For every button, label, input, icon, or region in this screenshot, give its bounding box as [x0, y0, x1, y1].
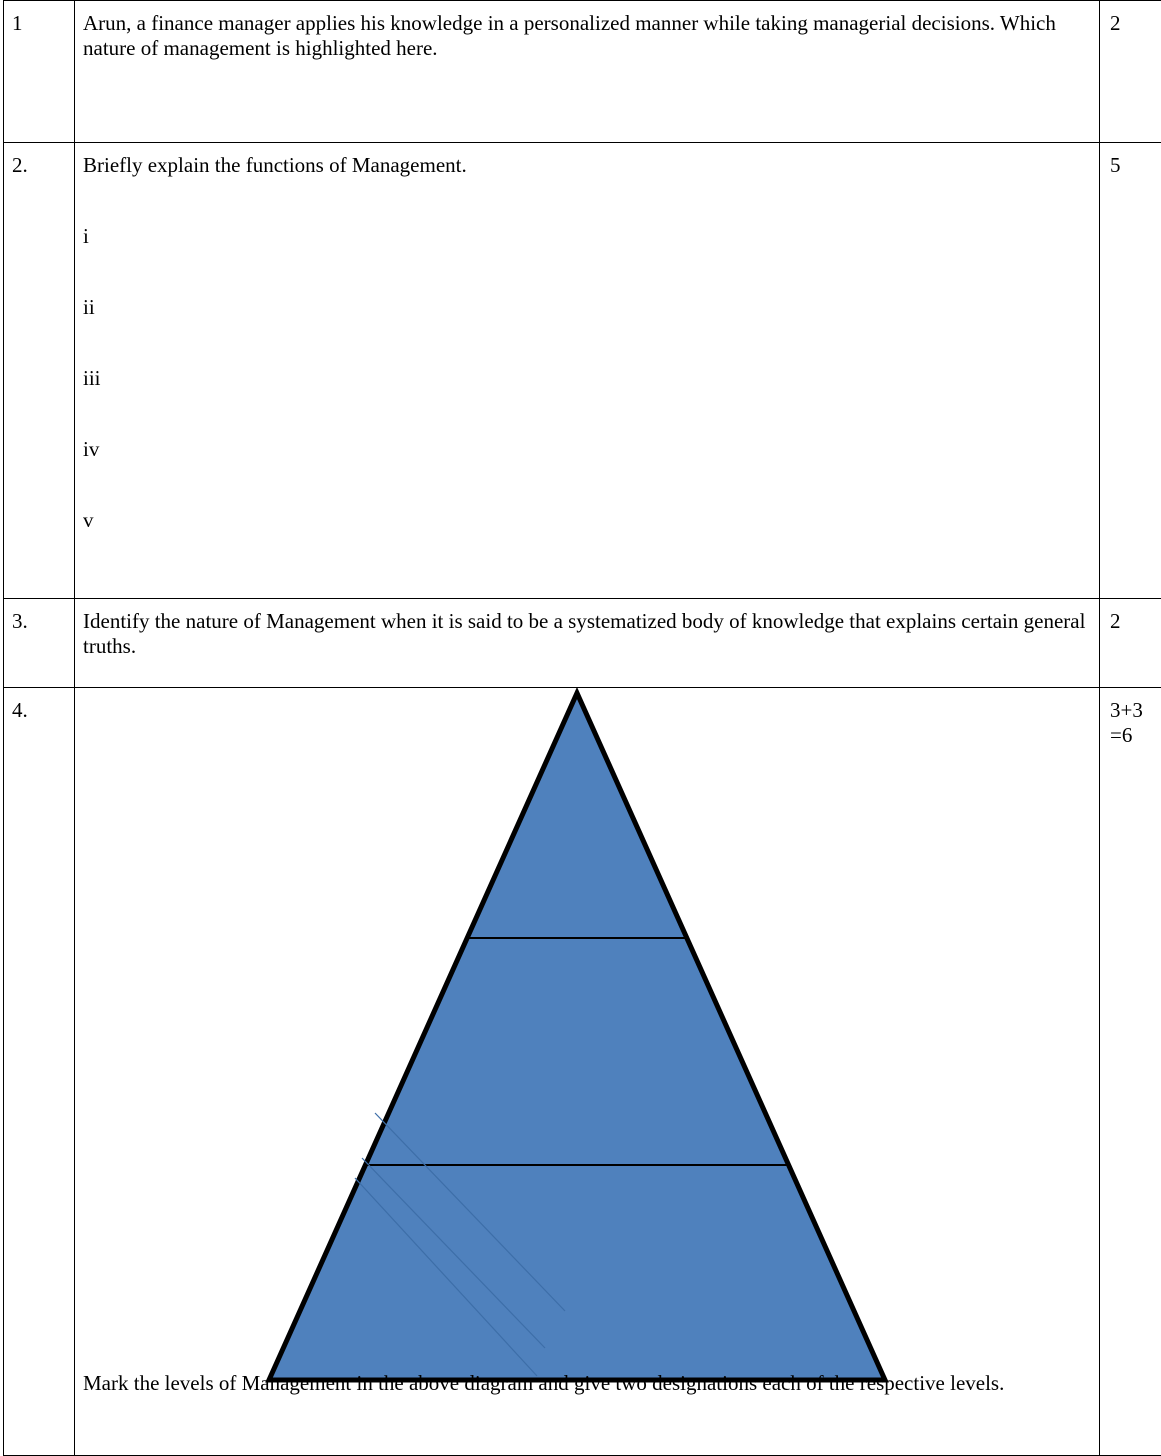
- question-text: Identify the nature of Management when i…: [75, 599, 1100, 688]
- answer-item: iii: [83, 366, 1091, 391]
- management-pyramid-diagram: [75, 688, 1083, 1445]
- answer-item-list: i ii iii iv v: [83, 224, 1091, 533]
- question-text: Mark the levels of Management in the abo…: [83, 1371, 1073, 1396]
- question-marks: 2: [1100, 1, 1161, 143]
- question-marks-cell: 3+3 =6: [1100, 688, 1161, 1456]
- answer-item: i: [83, 224, 1091, 249]
- question-text: Arun, a finance manager applies his know…: [75, 1, 1100, 143]
- question-row-1: 1 Arun, a finance manager applies his kn…: [4, 1, 1161, 143]
- question-row-4: 4. Mark the levels of Management in the …: [4, 688, 1161, 1456]
- question-number: 3.: [4, 599, 75, 688]
- question-marks: 3+3: [1110, 698, 1161, 723]
- question-marks: 2: [1100, 599, 1161, 688]
- question-marks-total: =6: [1110, 723, 1161, 748]
- pyramid-shape: [269, 693, 885, 1380]
- question-number: 1: [4, 1, 75, 143]
- question-cell: Mark the levels of Management in the abo…: [75, 688, 1100, 1456]
- question-marks: 5: [1100, 143, 1161, 599]
- question-number: 4.: [4, 688, 75, 1456]
- question-row-2: 2. Briefly explain the functions of Mana…: [4, 143, 1161, 599]
- question-row-3: 3. Identify the nature of Management whe…: [4, 599, 1161, 688]
- answer-item: v: [83, 508, 1091, 533]
- question-cell: Briefly explain the functions of Managem…: [75, 143, 1100, 599]
- question-number: 2.: [4, 143, 75, 599]
- question-text: Briefly explain the functions of Managem…: [83, 153, 1091, 178]
- answer-item: iv: [83, 437, 1091, 462]
- answer-item: ii: [83, 295, 1091, 320]
- question-table: 1 Arun, a finance manager applies his kn…: [3, 0, 1161, 1456]
